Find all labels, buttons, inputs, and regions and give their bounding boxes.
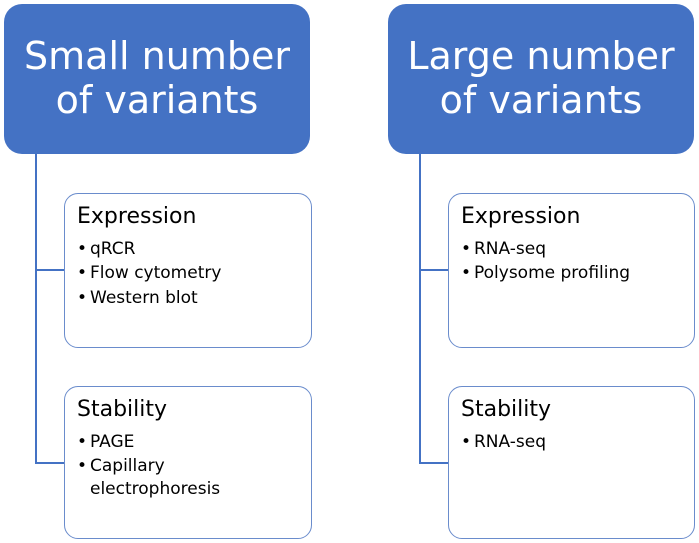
card-expression-large: Expression RNA-seq Polysome profiling [448,193,695,348]
card-expression-small: Expression qRCR Flow cytometry Western b… [64,193,312,348]
list-item: qRCR [77,238,301,260]
method-list: RNA-seq [461,431,684,453]
card-title: Expression [77,204,197,229]
card-title: Stability [461,397,552,422]
list-item: RNA-seq [461,238,684,260]
connector-horizontal-right-stability [419,462,448,464]
connector-vertical-left [35,154,37,464]
list-item: RNA-seq [461,431,684,453]
list-item: Polysome profiling [461,262,684,284]
method-list: PAGE Capillary electrophoresis [77,431,301,499]
header-line-2: of variants [439,78,643,122]
header-line-1: Large number [407,34,675,79]
header-line-2: of variants [55,78,259,122]
card-stability-small: Stability PAGE Capillary electrophoresis [64,386,312,539]
method-list: qRCR Flow cytometry Western blot [77,238,301,308]
connector-horizontal-left-expression [35,269,64,271]
method-list: RNA-seq Polysome profiling [461,238,684,284]
connector-horizontal-left-stability [35,462,64,464]
list-item: PAGE [77,431,301,453]
card-title: Stability [77,397,168,422]
header-small-number-of-variants: Small number of variants [4,4,310,154]
card-title: Expression [461,204,581,229]
list-item: Western blot [77,287,301,309]
header-large-number-of-variants: Large number of variants [388,4,694,154]
list-item: Flow cytometry [77,262,301,284]
list-item: Capillary electrophoresis [77,455,240,499]
connector-horizontal-right-expression [419,269,448,271]
connector-vertical-right [419,154,421,464]
card-stability-large: Stability RNA-seq [448,386,695,539]
header-line-1: Small number [24,34,290,79]
